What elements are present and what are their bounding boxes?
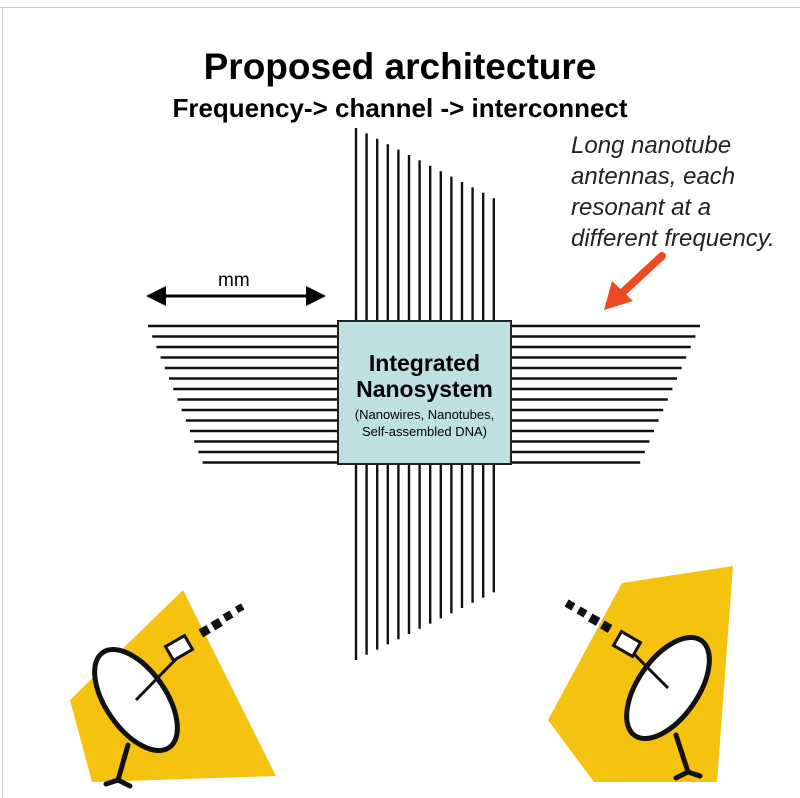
slide-subtitle: Frequency-> channel -> interconnect	[172, 93, 628, 123]
chip-subtitle-line: Self-assembled DNA)	[362, 424, 487, 439]
red-arrow-icon	[604, 252, 666, 310]
note-line: antennas, each	[571, 163, 736, 190]
note-line: different frequency.	[571, 225, 775, 252]
scale-label: mm	[218, 270, 250, 291]
right-satellite-dish-icon	[548, 566, 733, 782]
left-satellite-dish-icon	[70, 590, 276, 789]
chip-title-line: Nanosystem	[356, 376, 493, 402]
integrated-nanosystem-box: Integrated Nanosystem (Nanowires, Nanotu…	[337, 320, 512, 465]
chip-subtitle-line: (Nanowires, Nanotubes,	[354, 407, 495, 422]
double-arrow-icon	[146, 286, 326, 306]
note-line: resonant at a	[571, 194, 712, 221]
chip-title-line: Integrated	[368, 350, 481, 376]
frame-left-border	[2, 7, 3, 798]
frame-top-border	[0, 7, 800, 8]
note-line: Long nanotube	[571, 132, 732, 159]
slide-title: Proposed architecture	[203, 46, 597, 87]
antenna-note: Long nanotube antennas, each resonant at…	[571, 130, 796, 254]
